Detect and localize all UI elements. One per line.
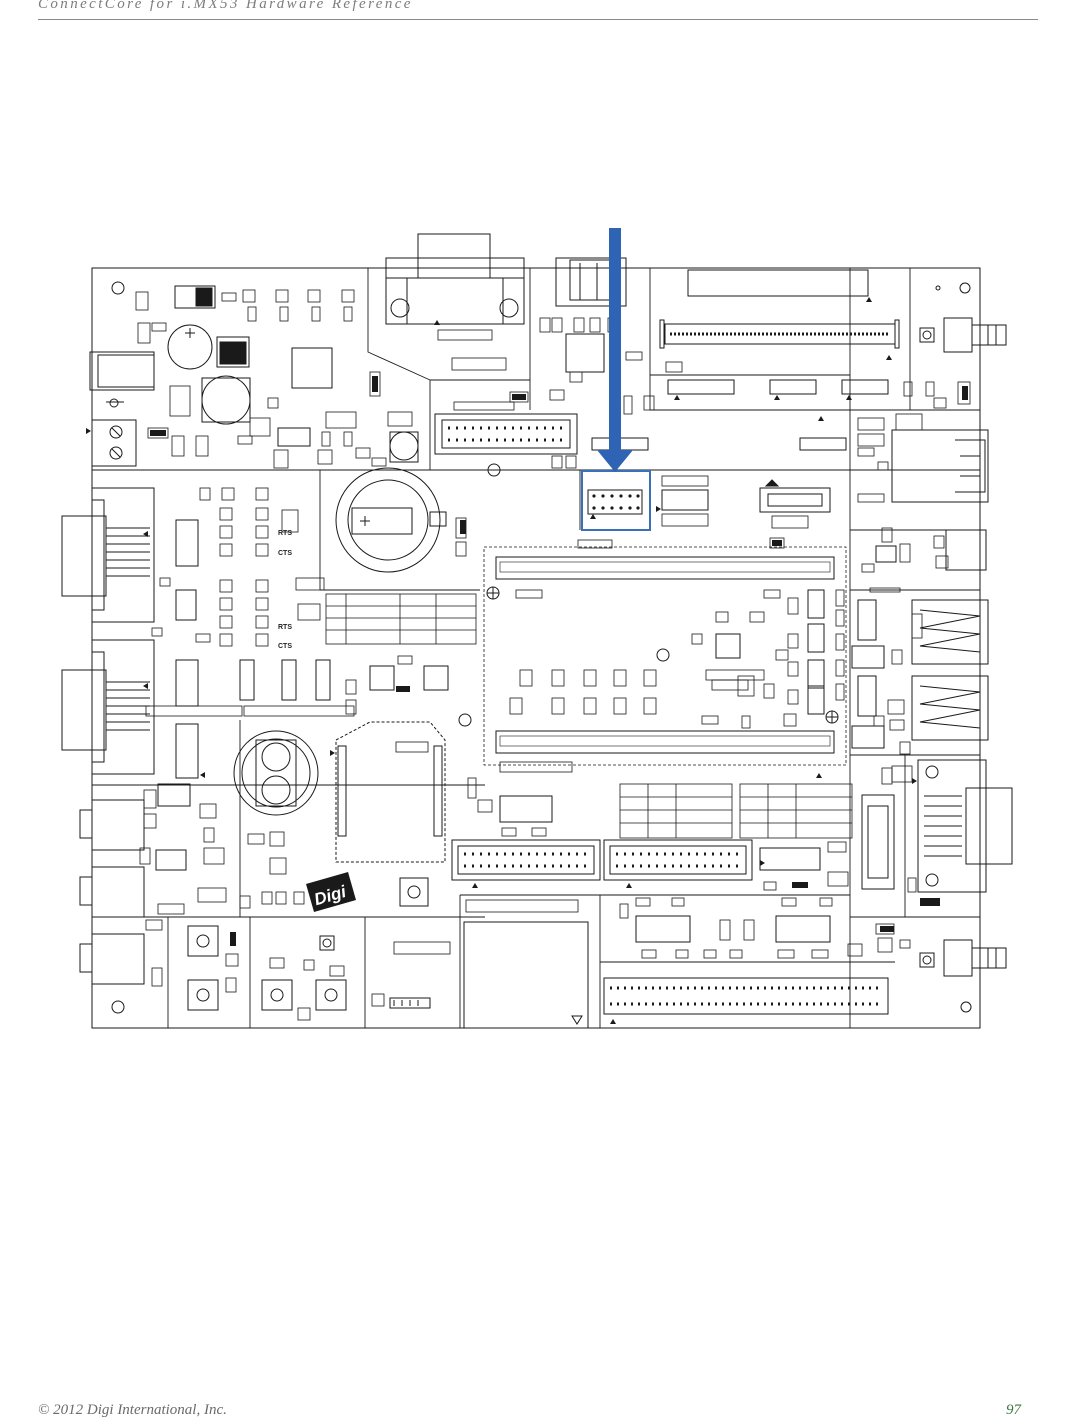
sata-connector [760,480,830,512]
region-dividers [92,268,980,1028]
pointer-arrow [597,228,633,472]
serial-db9-left-1 [62,488,154,622]
vga-connector [918,760,1012,892]
highlighted-header-box [582,471,650,530]
ic-chips [156,334,896,942]
svg-text:CTS: CTS [278,550,292,557]
header-50pin [660,270,899,348]
audio-jacks [80,800,144,984]
fiducial-marks [487,587,838,723]
coin-cell [336,468,446,572]
digi-logo: Digi [306,872,356,912]
module-connector-top [496,557,834,579]
svg-text:RTS: RTS [278,624,292,631]
box-header-top [435,414,577,454]
pin1-markers [86,297,917,1024]
passive-components [136,290,970,1020]
silk-table-grid [326,594,852,838]
svg-text:CTS: CTS [278,643,292,650]
sd-card-slot [390,922,588,1028]
box-headers-bottom [452,840,752,880]
push-buttons [188,878,428,1010]
dark-components [150,376,968,946]
capacitors [168,325,418,462]
serial-db9-left-2 [62,640,154,774]
silkscreen-labels: RTS CTS RTS CTS [278,530,292,650]
highlighted-header-pins [588,490,642,514]
gps-holder [234,731,318,815]
svg-text:RTS: RTS [278,530,292,537]
footer-copyright: © 2012 Digi International, Inc. [38,1402,227,1419]
module-connector-bottom [496,731,834,753]
wireless-module [336,722,445,862]
usb-host-ports [912,530,988,740]
expansion-header-bottom [604,978,888,1014]
ethernet-jack [892,430,988,502]
serial-connector-top [386,234,524,324]
board-outline [92,268,980,1028]
page-number: 97 [1006,1402,1021,1419]
cpu-module-outline [484,547,846,765]
hdmi-connector [862,795,894,889]
